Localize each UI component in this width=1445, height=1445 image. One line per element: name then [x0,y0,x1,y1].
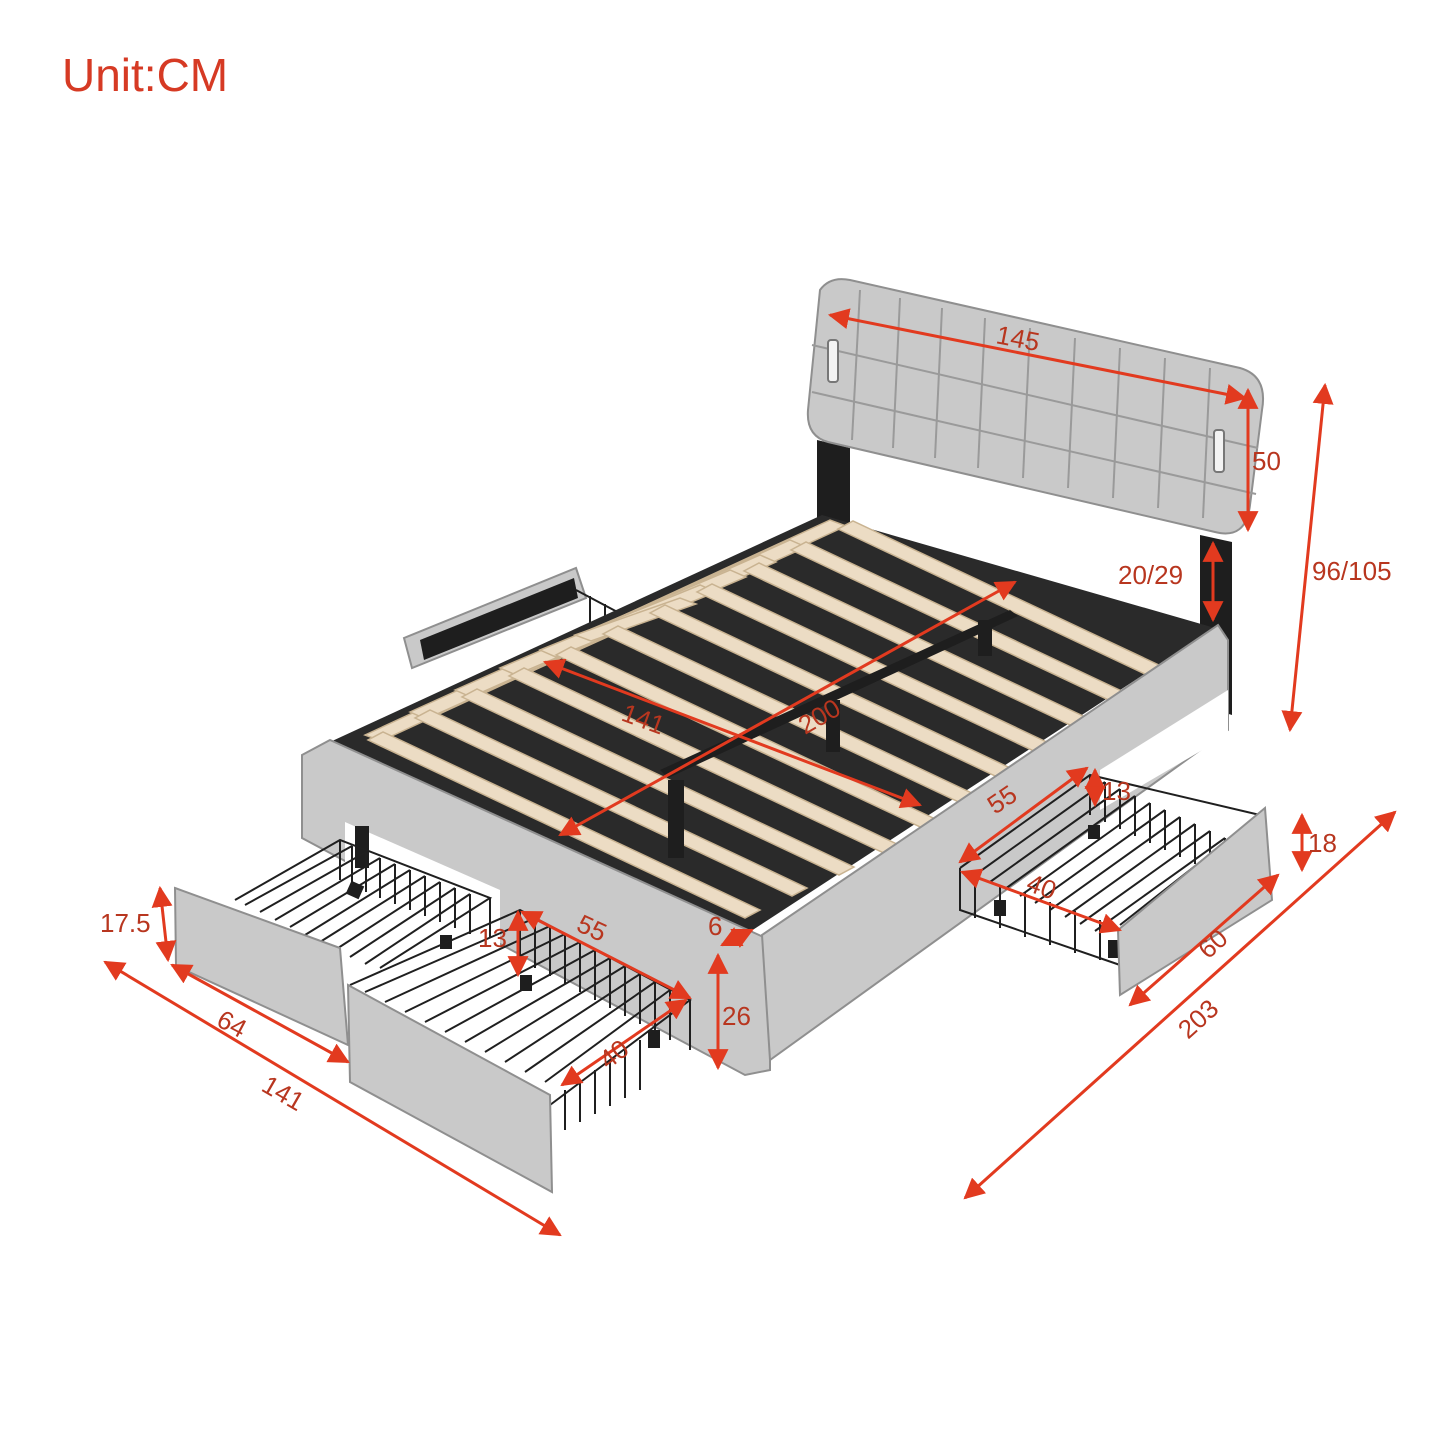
headboard [806,278,1264,535]
dim-line-headboard-width [827,308,1248,405]
led-strip-left [827,339,839,383]
led-strip-right [1213,429,1225,473]
label-total-height: 96/105 [1312,556,1392,586]
label-drawer-span-left: 64 [212,1004,252,1044]
label-drawer-front-height-right: 18 [1308,828,1337,858]
dimension-labels: 145 50 20/29 96/105 141 200 55 13 40 18 … [100,319,1392,1116]
dim-line-rail-thickness [720,927,754,948]
label-drawer-height-left: 13 [478,923,507,953]
bed-illustration [173,278,1274,1194]
label-drawer-height-right: 13 [1102,776,1131,806]
label-total-width: 141 [257,1069,310,1117]
label-total-length: 203 [1172,993,1224,1044]
headboard-leg-left [817,440,850,530]
unit-label: Unit:CM [62,49,229,101]
label-drawer-front-height-left: 17.5 [100,908,151,938]
dim-line-total-width [103,960,562,1237]
dim-line-total-height [1281,382,1334,733]
label-rail-height: 26 [722,1001,751,1031]
label-headboard-height: 50 [1252,446,1281,476]
dim-line-inner-length [558,580,1017,837]
dim-line-drawer-front-left [151,885,177,963]
label-leg-height: 20/29 [1118,560,1183,590]
dim-line-total-length [963,810,1397,1200]
dim-line-drawer-depth-left [560,998,688,1087]
label-rail-thickness: 6 [708,911,722,941]
dim-line-drawer-width-left [520,910,692,1000]
drawer-front-back-left-inner [420,578,578,660]
dimension-lines [103,308,1397,1237]
